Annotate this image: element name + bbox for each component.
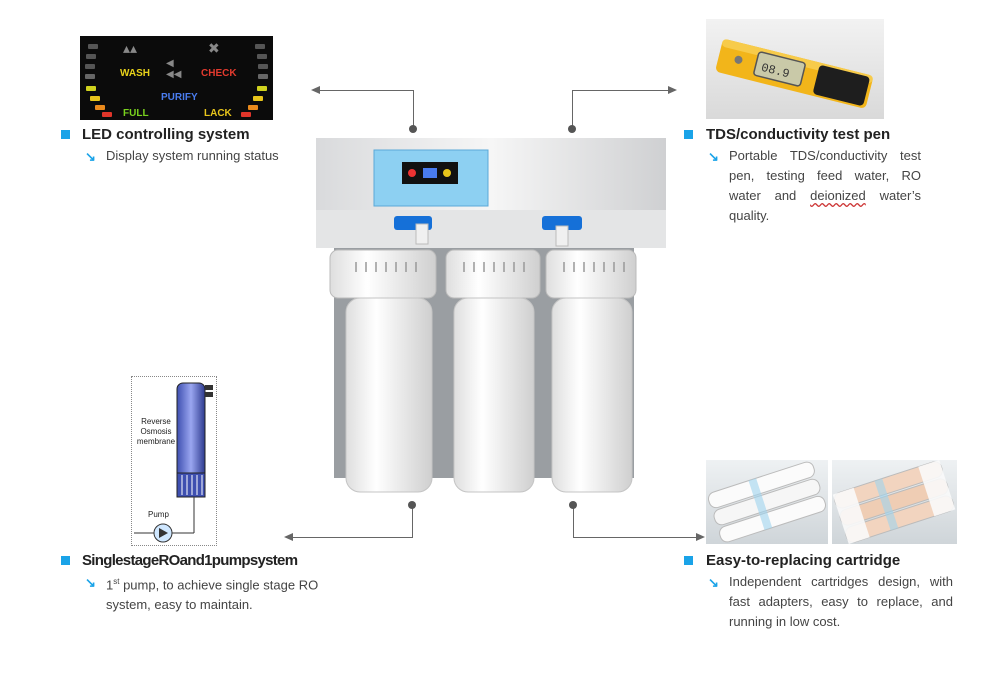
cartridge-heading: Easy-to-replacing cartridge xyxy=(706,552,901,569)
bullet-square-icon xyxy=(61,130,70,139)
bullet-square-icon xyxy=(61,556,70,565)
led-label-wash: WASH xyxy=(120,68,150,79)
arrow-down-right-icon: ↘ xyxy=(708,575,719,590)
connector-dot-led xyxy=(409,125,417,133)
arrowhead-led xyxy=(311,86,320,94)
arrowhead-ro xyxy=(284,533,293,541)
arrowhead-cartridge xyxy=(696,533,705,541)
ro-pump-label: Pump xyxy=(148,510,169,519)
led-label-check: CHECK xyxy=(201,68,237,79)
ro-description: 1st pump, to achieve single stage RO sys… xyxy=(106,577,319,613)
arrow-down-right-icon: ↘ xyxy=(85,575,96,590)
ro-diagram: Reverse Osmosis membrane Pump xyxy=(131,376,217,546)
arrow-down-right-icon: ↘ xyxy=(708,149,719,164)
connector-ro xyxy=(293,537,412,538)
cartridge-image-1 xyxy=(706,460,828,544)
connector-dot-cartridge xyxy=(569,501,577,509)
led-label-full: FULL xyxy=(123,108,149,119)
connector-led xyxy=(320,90,414,91)
led-panel-image: ▴▴ ✖ WASH CHECK ◀◀◀ PURIFY FULL LACK xyxy=(80,36,273,120)
ro-heading: SinglestageROand1pumpsystem xyxy=(82,552,298,569)
cartridge-image-2 xyxy=(832,460,957,544)
led-label-lack: LACK xyxy=(204,108,232,119)
water-purifier-image xyxy=(316,138,666,493)
connector-dot-tds xyxy=(568,125,576,133)
connector-dot-ro xyxy=(408,501,416,509)
ro-membrane-label: Reverse Osmosis membrane xyxy=(136,417,176,446)
led-label-purify: PURIFY xyxy=(161,92,198,103)
connector-cartridge xyxy=(573,537,696,538)
tds-pen-image: 08.9 xyxy=(706,19,884,119)
svg-text:08.9: 08.9 xyxy=(760,61,791,82)
tds-heading: TDS/conductivity test pen xyxy=(706,126,891,143)
arrow-down-right-icon: ↘ xyxy=(85,149,96,164)
arrow-left-icon: ◀◀◀ xyxy=(166,58,182,80)
tools-icon: ✖ xyxy=(208,40,220,56)
bullet-square-icon xyxy=(684,130,693,139)
bullet-square-icon xyxy=(684,556,693,565)
tds-description: Portable TDS/conductivity test pen, test… xyxy=(729,148,922,223)
led-heading: LED controlling system xyxy=(82,126,250,143)
connector-tds xyxy=(572,90,668,91)
led-description: Display system running status xyxy=(106,148,279,163)
droplet-icon: ▴▴ xyxy=(123,40,138,56)
arrowhead-tds xyxy=(668,86,677,94)
cartridge-description: Independent cartridges design, with fast… xyxy=(729,574,953,629)
